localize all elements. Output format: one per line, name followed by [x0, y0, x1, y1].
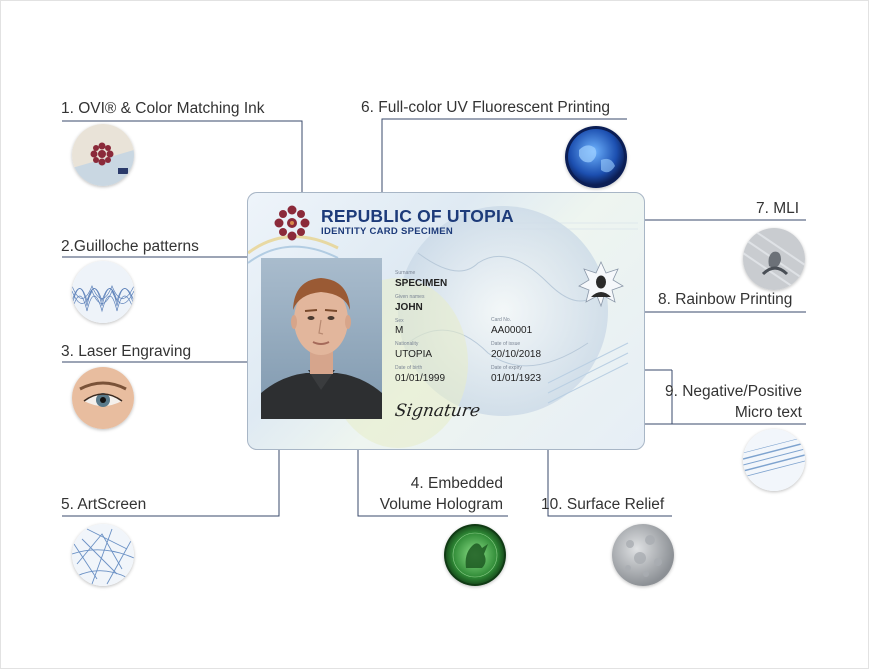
mli-portrait-icon: [578, 261, 624, 307]
label-surname: Surname: [395, 270, 416, 276]
holder-signature: Signature: [393, 401, 482, 421]
card-title: REPUBLIC OF UTOPIA: [321, 206, 514, 226]
feature-label-hologram-2: Volume Hologram: [379, 496, 503, 513]
label-number: Card No.: [491, 317, 512, 323]
value-expiry-date: 01/01/1923: [491, 373, 542, 384]
label-given: Given names: [395, 294, 425, 300]
feature-label-hologram-1: 4. Embedded: [410, 475, 503, 492]
eye-icon: [72, 367, 134, 429]
id-card-specimen: REPUBLIC OF UTOPIA IDENTITY CARD SPECIME…: [247, 192, 645, 450]
value-issue-date: 20/10/2018: [491, 349, 542, 360]
value-birth-date: 01/01/1999: [395, 373, 446, 384]
label-nationality: Nationality: [395, 341, 419, 347]
feature-label-ovi: 1. OVI® & Color Matching Ink: [61, 100, 265, 117]
card-subtitle: IDENTITY CARD SPECIMEN: [321, 226, 454, 237]
ovi-ink-thumbnail: [72, 124, 134, 186]
feature-label-guilloche: 2.Guilloche patterns: [61, 238, 199, 255]
value-given-name: JOHN: [395, 302, 423, 313]
feature-label-surface-relief: 10. Surface Relief: [541, 496, 665, 513]
label-issue: Date of issue: [491, 341, 521, 347]
value-surname: SPECIMEN: [395, 278, 448, 289]
surface-relief-icon: [612, 524, 674, 586]
guilloche-icon: [72, 261, 134, 323]
value-card-number: AA00001: [491, 325, 533, 336]
microtext-icon: [743, 429, 805, 491]
holder-portrait: [261, 258, 382, 419]
uv-globe-icon: [565, 126, 627, 188]
feature-label-artscreen: 5. ArtScreen: [61, 496, 147, 513]
feature-label-rainbow: 8. Rainbow Printing: [658, 291, 793, 308]
feature-label-mli: 7. MLI: [756, 200, 800, 217]
value-sex: M: [395, 325, 404, 336]
hologram-icon: [444, 524, 506, 586]
mli-thumbnail: [743, 228, 805, 290]
label-birth: Date of birth: [395, 365, 423, 371]
ovi-rosette-icon: [274, 205, 310, 241]
feature-label-microtext-1: 9. Negative/Positive: [665, 383, 802, 400]
artscreen-icon: [72, 524, 134, 586]
label-expiry: Date of expiry: [491, 365, 522, 371]
feature-label-laser: 3. Laser Engraving: [61, 343, 192, 360]
feature-label-uv-printing: 6. Full-color UV Fluorescent Printing: [361, 99, 610, 116]
value-nationality: UTOPIA: [395, 349, 433, 360]
feature-label-microtext-2: Micro text: [734, 404, 802, 421]
label-sex: Sex: [395, 318, 404, 324]
